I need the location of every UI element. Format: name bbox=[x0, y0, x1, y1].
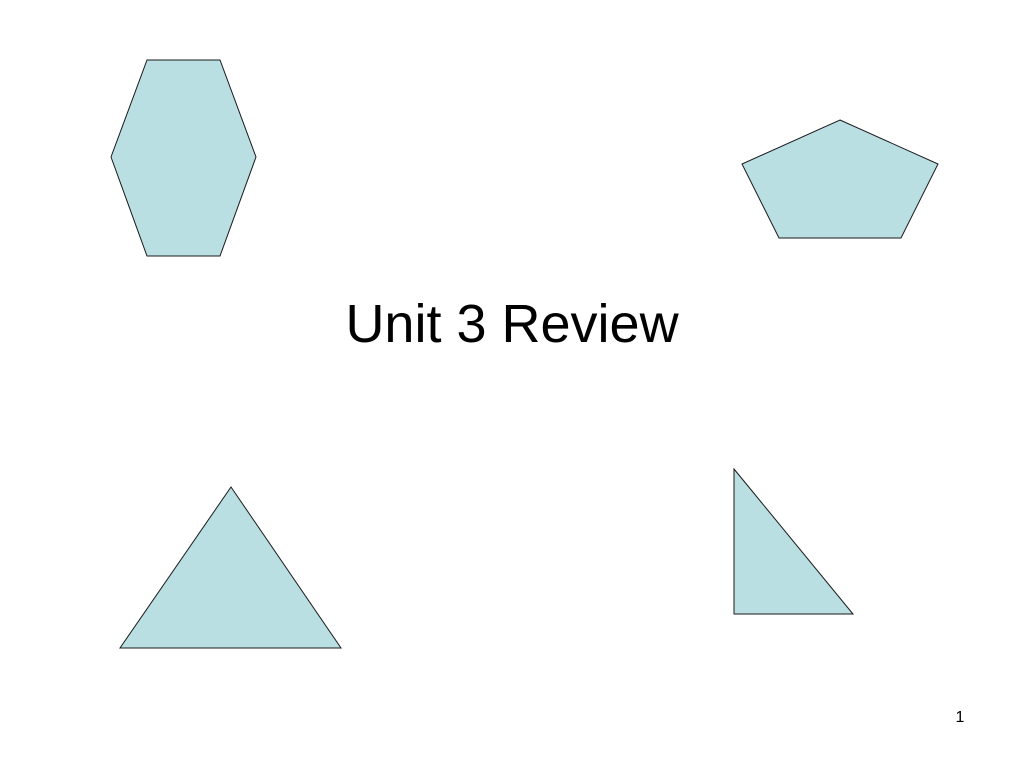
pentagon-shape bbox=[741, 119, 939, 239]
slide-title: Unit 3 Review bbox=[345, 294, 679, 354]
right-triangle-shape bbox=[733, 467, 855, 615]
hexagon-shape bbox=[110, 59, 257, 257]
equilateral-triangle-shape bbox=[119, 486, 342, 649]
page-number: 1 bbox=[955, 709, 965, 726]
